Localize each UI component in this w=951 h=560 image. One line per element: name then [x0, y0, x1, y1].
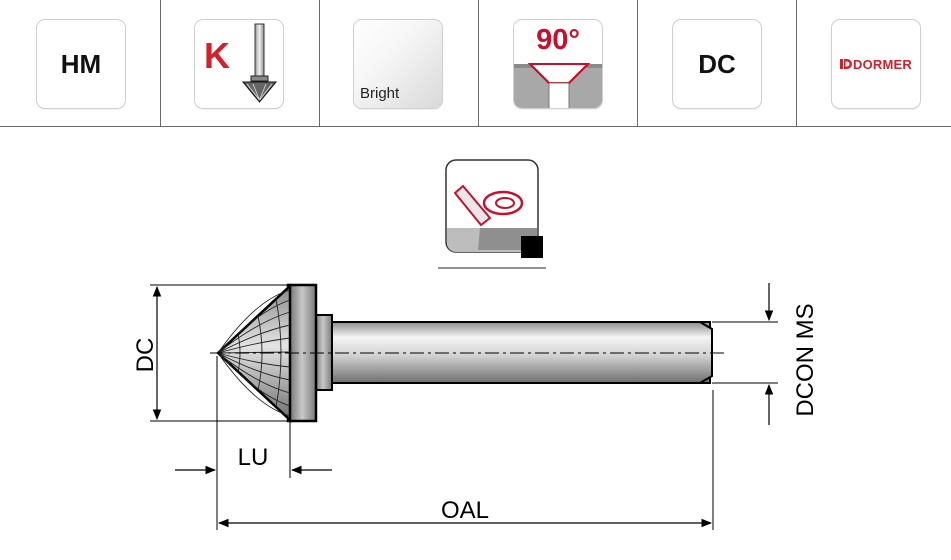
separator: [637, 0, 638, 126]
separator: [160, 0, 161, 126]
countersink-angle-icon: [514, 63, 602, 108]
brand-logo: DORMER: [832, 20, 920, 108]
bright-finish-swatch: [354, 20, 442, 108]
dc-dimension: [150, 284, 290, 422]
angle-label: 90°: [536, 24, 580, 56]
dc-dimension-label: DC: [132, 338, 159, 373]
lu-dimension-label: LU: [238, 444, 269, 471]
application-icon: [438, 159, 546, 269]
flute-lines: [217, 289, 291, 417]
dcon-dimension: [712, 283, 778, 425]
finish-label: Bright: [360, 85, 400, 102]
dc-tile: DC: [672, 19, 762, 109]
material-tile: HM: [36, 19, 126, 109]
material-label: HM: [60, 48, 102, 79]
countersink-shape-icon: [241, 23, 278, 103]
shape-letter: K: [204, 35, 230, 76]
brand-mark-icon: [840, 59, 852, 69]
oal-dimension-label: OAL: [441, 497, 489, 524]
header-bar: HM K Bright: [0, 0, 951, 128]
oal-dimension: [217, 390, 714, 530]
dc-label: DC: [698, 48, 736, 79]
lu-dimension: [175, 356, 332, 530]
separator: [319, 0, 320, 126]
separator: [478, 0, 479, 126]
finish-tile: Bright: [353, 19, 443, 109]
separator: [796, 0, 797, 126]
brand-name: DORMER: [853, 56, 912, 72]
header-divider: [0, 126, 951, 127]
angle-tile: 90°: [513, 19, 603, 109]
technical-drawing: DC LU OAL DCON MS: [132, 159, 819, 530]
tool-body: [210, 283, 725, 423]
shape-tile: K: [194, 19, 284, 109]
dcon-dimension-label: DCON MS: [792, 303, 819, 416]
brand-tile: DORMER: [831, 19, 921, 109]
